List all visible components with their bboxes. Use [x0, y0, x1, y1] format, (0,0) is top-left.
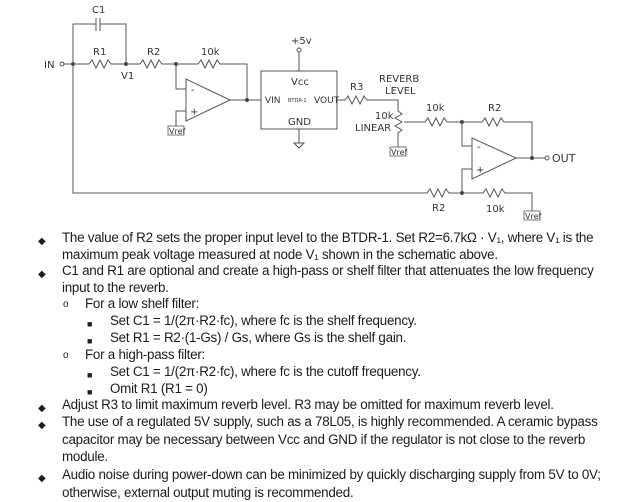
- svg-text:+: +: [476, 165, 484, 176]
- high-pass-r1: Omit R1 (R1 = 0): [110, 381, 208, 396]
- r2-input-label: R2: [147, 47, 160, 58]
- note-supply-line2: capacitor may be necessary between Vcc a…: [62, 432, 586, 447]
- svg-text:VOUT: VOUT: [314, 96, 340, 106]
- note-power-line2: otherwise, external output muting is rec…: [62, 485, 354, 500]
- low-shelf-r1: Set R1 = R2·(1-Gs) / Gs, where Gs is the…: [110, 330, 407, 345]
- bullet-icon: ◆: [38, 473, 46, 484]
- svg-text:10k: 10k: [486, 204, 505, 215]
- square-bullet-icon: ■: [87, 387, 93, 397]
- feedback-10k-label: 10k: [201, 47, 220, 58]
- note-r2-line1: The value of R2 sets the proper input le…: [62, 230, 594, 245]
- svg-text:LEVEL: LEVEL: [385, 86, 416, 97]
- note-supply-line1: The use of a regulated 5V supply, such a…: [62, 414, 598, 429]
- svg-text:+5v: +5v: [291, 36, 312, 47]
- note-supply-line3: module.: [62, 449, 108, 464]
- low-shelf-c1: Set C1 = 1/(2π·R2·fc), where fc is the s…: [110, 313, 417, 328]
- note-power-line1: Audio noise during power-down can be min…: [62, 467, 601, 482]
- svg-text:OUT: OUT: [552, 152, 576, 165]
- svg-text:R2: R2: [432, 203, 445, 214]
- out-terminal: [544, 155, 550, 161]
- svg-text:-: -: [477, 142, 481, 153]
- circle-bullet-icon: o: [63, 299, 69, 310]
- low-shelf-heading: For a low shelf filter:: [85, 296, 200, 311]
- opamp-2: [471, 137, 518, 180]
- svg-text:BTDR-1: BTDR-1: [288, 98, 307, 104]
- vref-1: Vref: [169, 127, 186, 136]
- circle-bullet-icon: o: [63, 350, 69, 361]
- note-r3: Adjust R3 to limit maximum reverb level.…: [62, 397, 554, 412]
- vref-3: Vref: [525, 212, 542, 221]
- svg-text:VIN: VIN: [265, 96, 281, 106]
- r1-label: R1: [93, 47, 106, 58]
- bullet-icon: ◆: [38, 420, 46, 431]
- c1-label: C1: [92, 5, 105, 16]
- r3-resistor: [337, 94, 399, 111]
- note-c1-line2: input to the reverb.: [62, 280, 169, 295]
- ground-icon: [292, 142, 306, 149]
- svg-text:-: -: [191, 85, 195, 96]
- svg-text:10k: 10k: [426, 103, 445, 114]
- bullet-icon: ◆: [38, 269, 46, 280]
- in-terminal: [59, 61, 65, 67]
- opamp-1: [185, 78, 232, 122]
- svg-text:REVERB: REVERB: [379, 74, 419, 85]
- square-bullet-icon: ■: [87, 370, 93, 380]
- bullet-icon: ◆: [38, 236, 46, 247]
- vref-2: Vref: [391, 148, 408, 157]
- svg-text:Vcc: Vcc: [291, 77, 309, 88]
- high-pass-c1: Set C1 = 1/(2π·R2·fc), where fc is the c…: [110, 364, 421, 379]
- svg-text:R3: R3: [350, 82, 363, 93]
- r2-input-resistor: [126, 58, 176, 70]
- square-bullet-icon: ■: [87, 336, 93, 346]
- svg-text:+: +: [190, 107, 198, 118]
- reverb-schematic: IN C1 R1 V1 R2 10k - + Vref +5v Vcc VIN …: [44, 5, 576, 221]
- in-label: IN: [44, 60, 54, 71]
- svg-text:R2: R2: [488, 103, 501, 114]
- note-c1-line1: C1 and R1 are optional and create a high…: [62, 263, 594, 278]
- svg-text:GND: GND: [288, 117, 311, 128]
- reverb-level-pot: [393, 110, 404, 147]
- svg-text:10k: 10k: [375, 111, 394, 122]
- v1-label: V1: [121, 71, 134, 82]
- r1-resistor: [88, 58, 126, 70]
- high-pass-heading: For a high-pass filter:: [85, 347, 206, 362]
- square-bullet-icon: ■: [87, 319, 93, 329]
- note-r2-line2: maximum peak voltage measured at node V₁…: [62, 247, 498, 262]
- svg-text:LINEAR: LINEAR: [355, 123, 391, 134]
- bullet-icon: ◆: [38, 403, 46, 414]
